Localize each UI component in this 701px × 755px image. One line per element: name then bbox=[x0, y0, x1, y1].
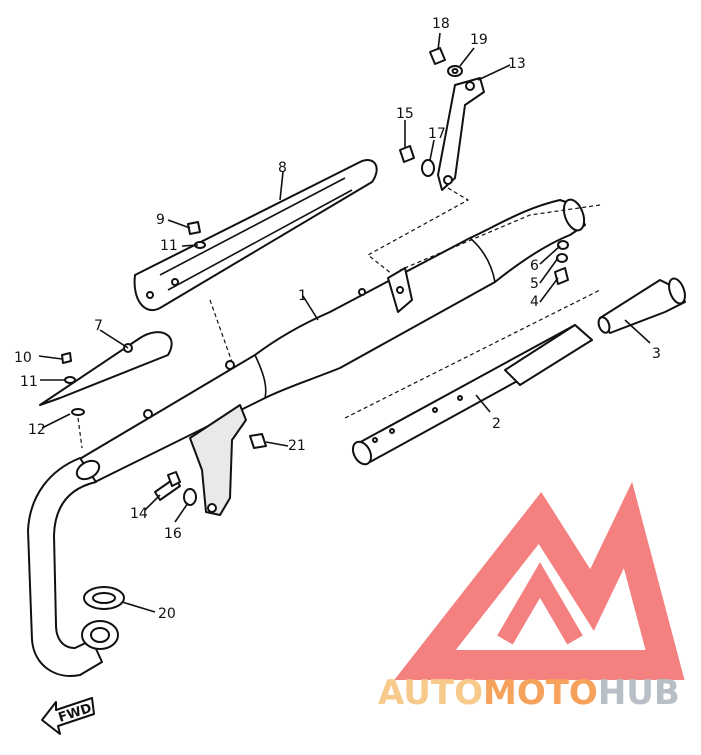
callout-labels: 1 2 3 4 5 6 7 8 9 10 11 11 12 13 14 15 1… bbox=[14, 16, 661, 622]
hardware-bolts-washers bbox=[61, 47, 569, 506]
upper-stay bbox=[437, 77, 485, 191]
watermark-text-auto: AUTO bbox=[378, 673, 483, 713]
heat-shield-lower bbox=[39, 331, 173, 406]
watermark-text: AUTOMOTOHUB bbox=[378, 673, 680, 713]
exhaust-header-pipe bbox=[27, 457, 119, 677]
callout-3: 3 bbox=[652, 346, 661, 362]
callout-6: 6 bbox=[530, 258, 539, 274]
baffle-tube bbox=[351, 324, 593, 466]
callout-11-upper: 11 bbox=[160, 238, 178, 254]
watermark-text-hub: HUB bbox=[598, 673, 680, 713]
callout-14: 14 bbox=[130, 506, 148, 522]
callout-21: 21 bbox=[288, 438, 306, 454]
callout-1: 1 bbox=[298, 288, 307, 304]
muffler-body bbox=[77, 198, 586, 483]
callout-leaders bbox=[38, 32, 651, 613]
callout-7: 7 bbox=[94, 318, 103, 334]
watermark-text-moto: MOTO bbox=[483, 673, 598, 713]
assembly-guide-lines bbox=[77, 187, 601, 449]
callout-8: 8 bbox=[278, 160, 287, 176]
lower-mount-bracket bbox=[189, 404, 247, 516]
callout-5: 5 bbox=[530, 276, 539, 292]
callout-9: 9 bbox=[156, 212, 165, 228]
callout-4: 4 bbox=[530, 294, 539, 310]
callout-17: 17 bbox=[428, 126, 446, 142]
callout-12: 12 bbox=[28, 422, 46, 438]
watermark-logo bbox=[394, 481, 685, 680]
callout-16: 16 bbox=[164, 526, 182, 542]
gasket-ring bbox=[83, 586, 125, 610]
callout-15: 15 bbox=[396, 106, 414, 122]
callout-18: 18 bbox=[432, 16, 450, 32]
tail-pipe bbox=[597, 277, 686, 334]
heat-shield-upper bbox=[133, 159, 378, 311]
callout-19: 19 bbox=[470, 32, 488, 48]
fwd-label: FWD bbox=[57, 701, 94, 726]
fwd-arrow-icon: FWD bbox=[41, 697, 95, 735]
callout-10: 10 bbox=[14, 350, 32, 366]
callout-13: 13 bbox=[508, 56, 526, 72]
callout-11-lower: 11 bbox=[20, 374, 38, 390]
callout-20: 20 bbox=[158, 606, 176, 622]
callout-2: 2 bbox=[492, 416, 501, 432]
